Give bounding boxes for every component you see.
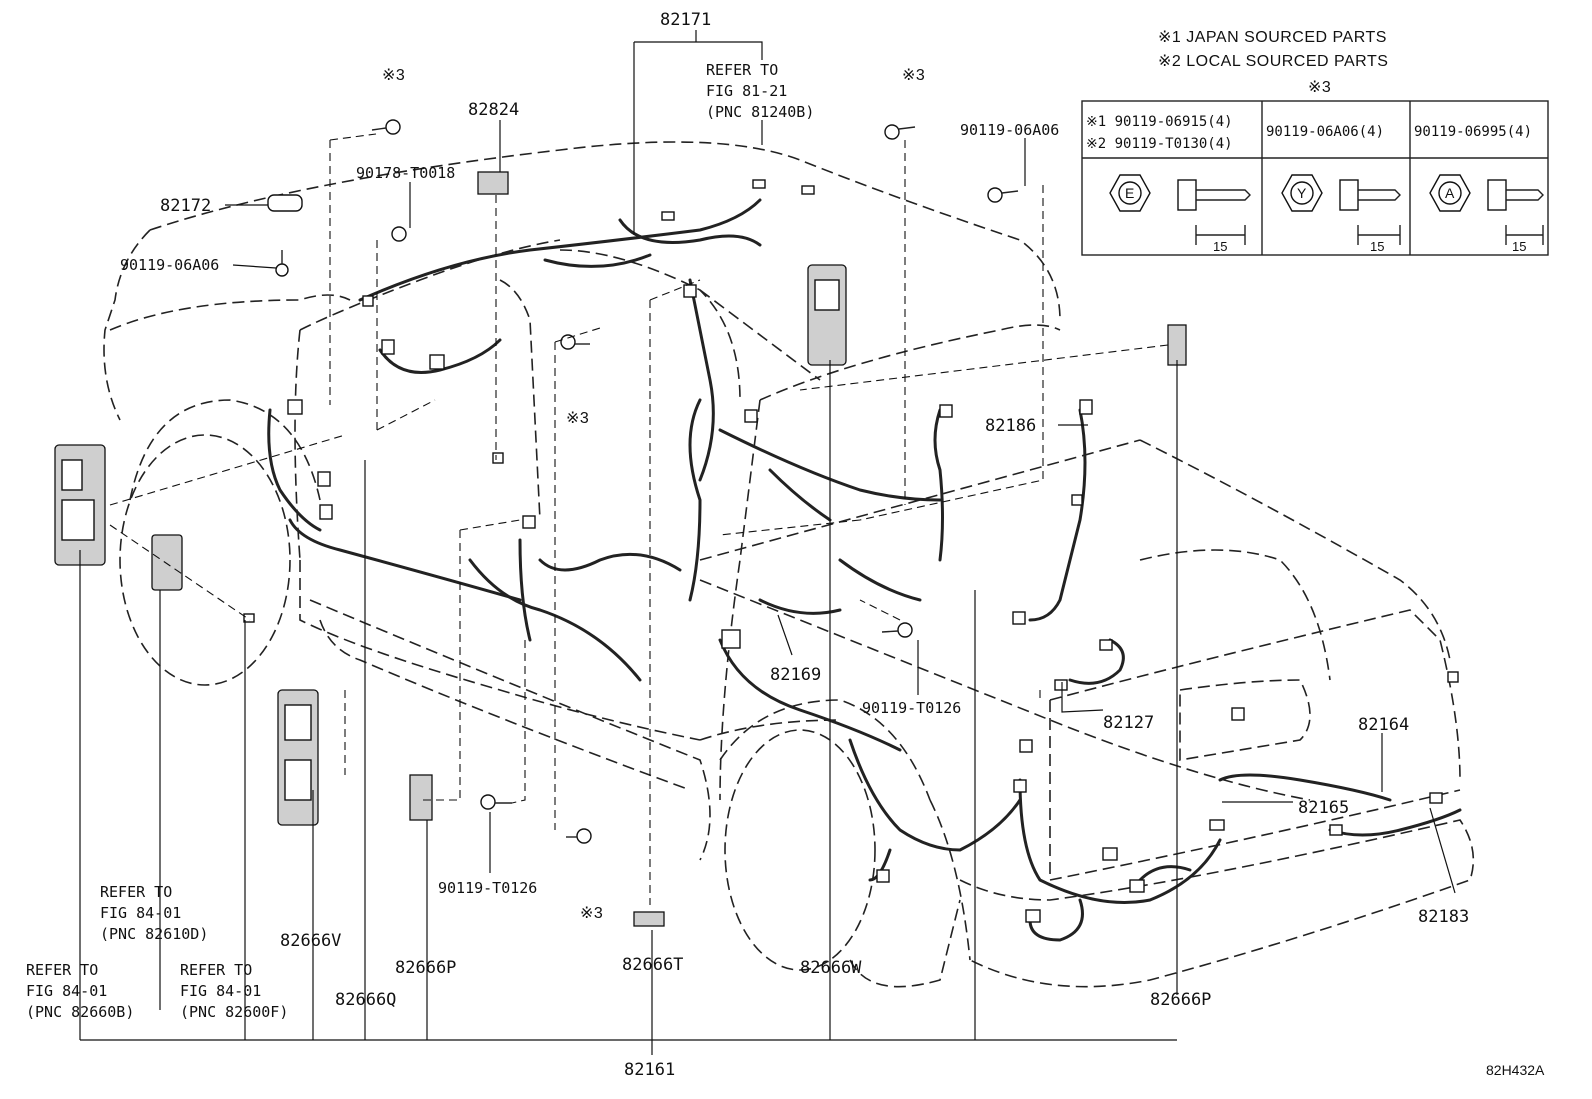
ecu-bracket-82666W (807, 264, 847, 366)
label-82165: 82165 (1298, 798, 1349, 818)
harness-connector-icons (243, 179, 1459, 923)
bolt-y-length: 15 (1370, 239, 1384, 254)
label-82824: 82824 (468, 100, 519, 120)
label-90119-06A06-right: 90119-06A06 (960, 121, 1059, 139)
refer-fig-84-01-f-l2: FIG 84-01 (180, 982, 261, 1000)
refer-fig-84-01-b-l2: FIG 84-01 (26, 982, 107, 1000)
legend-col1-row2: ※2 90119-T0130(4) (1086, 136, 1233, 152)
legend-note-japan: ※1 JAPAN SOURCED PARTS (1158, 29, 1387, 46)
ecu-bracket-left (54, 444, 106, 566)
bolt-a-length: 15 (1512, 239, 1526, 254)
label-82183: 82183 (1418, 907, 1469, 927)
bolt-head-letter-y: Y (1297, 185, 1307, 201)
bolt-a-icon: A 15 (1429, 174, 1544, 254)
clip-82824 (477, 171, 509, 195)
label-82171: 82171 (660, 10, 711, 30)
bolt-head-letter-e: E (1125, 185, 1134, 201)
legend-note-local: ※2 LOCAL SOURCED PARTS (1158, 53, 1388, 70)
bolt-head-letter-a: A (1445, 185, 1455, 201)
mark-ref3-top-left: ※3 (382, 67, 405, 84)
connector-82172 (267, 194, 303, 212)
legend-ref-mark: ※3 (1308, 79, 1331, 96)
mark-ref3-top-right: ※3 (902, 67, 925, 84)
mark-ref3-low: ※3 (580, 905, 603, 922)
parts (54, 119, 1459, 927)
fastener-legend: ※1 JAPAN SOURCED PARTS ※2 LOCAL SOURCED … (1081, 29, 1549, 256)
refer-fig-84-01-d-l2: FIG 84-01 (100, 904, 181, 922)
refer-fig-84-01-d-l1: REFER TO (100, 883, 172, 901)
label-82666V: 82666V (280, 931, 341, 951)
label-82164: 82164 (1358, 715, 1409, 735)
legend-col3: 90119-06995(4) (1414, 124, 1532, 140)
legend-col1-row1: ※1 90119-06915(4) (1086, 114, 1233, 130)
label-82161: 82161 (624, 1060, 675, 1080)
clip-82666T (633, 911, 665, 927)
refer-fig-84-01-f-l3: (PNC 82600F) (180, 1003, 288, 1021)
label-90119-T0126-low: 90119-T0126 (438, 879, 537, 897)
refer-fig-84-01-b-l3: (PNC 82660B) (26, 1003, 134, 1021)
legend-table (1081, 100, 1549, 256)
sensor-82666P-right (1167, 324, 1187, 366)
label-82666Q: 82666Q (335, 990, 396, 1010)
module-82610D (151, 534, 183, 591)
part-labels: 82171 REFER TO FIG 81-21 (PNC 81240B) ※3… (26, 10, 1545, 1080)
refer-fig-81-21-l1: REFER TO (706, 61, 778, 79)
mark-ref3-mid: ※3 (566, 410, 589, 427)
label-82666P-right: 82666P (1150, 990, 1211, 1010)
label-82127: 82127 (1103, 713, 1154, 733)
label-82186: 82186 (985, 416, 1036, 436)
label-82666W: 82666W (800, 958, 862, 978)
refer-fig-84-01-d-l3: (PNC 82610D) (100, 925, 208, 943)
label-90119-T0126-mid: 90119-T0126 (862, 699, 961, 717)
label-90119-06A06-left: 90119-06A06 (120, 256, 219, 274)
label-82666P-left: 82666P (395, 958, 456, 978)
refer-fig-84-01-f-l1: REFER TO (180, 961, 252, 979)
ecu-bracket-82666V (277, 689, 319, 826)
label-82172: 82172 (160, 196, 211, 216)
refer-fig-81-21-l2: FIG 81-21 (706, 82, 787, 100)
label-82666T: 82666T (622, 955, 683, 975)
legend-col2: 90119-06A06(4) (1266, 124, 1384, 140)
diagram-code: 82H432A (1486, 1062, 1545, 1078)
label-82169: 82169 (770, 665, 821, 685)
sensor-82666P-left (409, 774, 433, 821)
bolt-e-length: 15 (1213, 239, 1227, 254)
leader-lines (79, 30, 1456, 1055)
wire-harness-routing (267, 198, 1462, 942)
label-90178-T0018: 90178-T0018 (356, 164, 455, 182)
bolt-icon (275, 119, 1019, 844)
bolt-e-icon: E 15 (1109, 174, 1251, 254)
vehicle-body-outline (103, 141, 1475, 988)
refer-fig-84-01-b-l1: REFER TO (26, 961, 98, 979)
refer-fig-81-21-l3: (PNC 81240B) (706, 103, 814, 121)
bolt-y-icon: Y 15 (1281, 174, 1401, 254)
